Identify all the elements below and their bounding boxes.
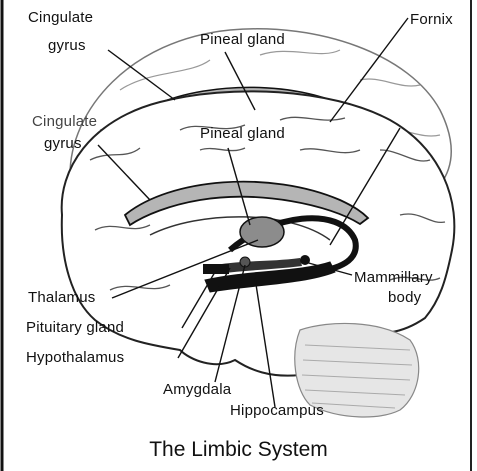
label-mammillary-body-line2: body [388,290,421,306]
label-cingulate-gyrus-top-line2: gyrus [48,38,86,54]
label-pineal-gland-mid: Pineal gland [200,126,285,142]
label-cingulate-gyrus-mid-line2: gyrus [44,136,82,152]
label-hypothalamus: Hypothalamus [26,350,124,366]
label-thalamus: Thalamus [28,290,95,306]
label-hippocampus: Hippocampus [230,403,324,419]
label-amygdala: Amygdala [163,382,231,398]
figure-caption: The Limbic System [0,438,477,462]
pituitary-shape [203,264,229,274]
label-pituitary-gland: Pituitary gland [26,320,124,336]
label-pineal-gland-top: Pineal gland [200,32,285,48]
label-mammillary-body: Mammillary [354,270,433,286]
thalamus-shape [240,217,284,247]
label-cingulate-gyrus-top: Cingulate [28,10,93,26]
label-cingulate-gyrus-mid: Cingulate [32,114,97,130]
leader-fornix [330,18,408,122]
leader-cingulate-top [108,50,175,100]
label-fornix: Fornix [410,12,453,28]
